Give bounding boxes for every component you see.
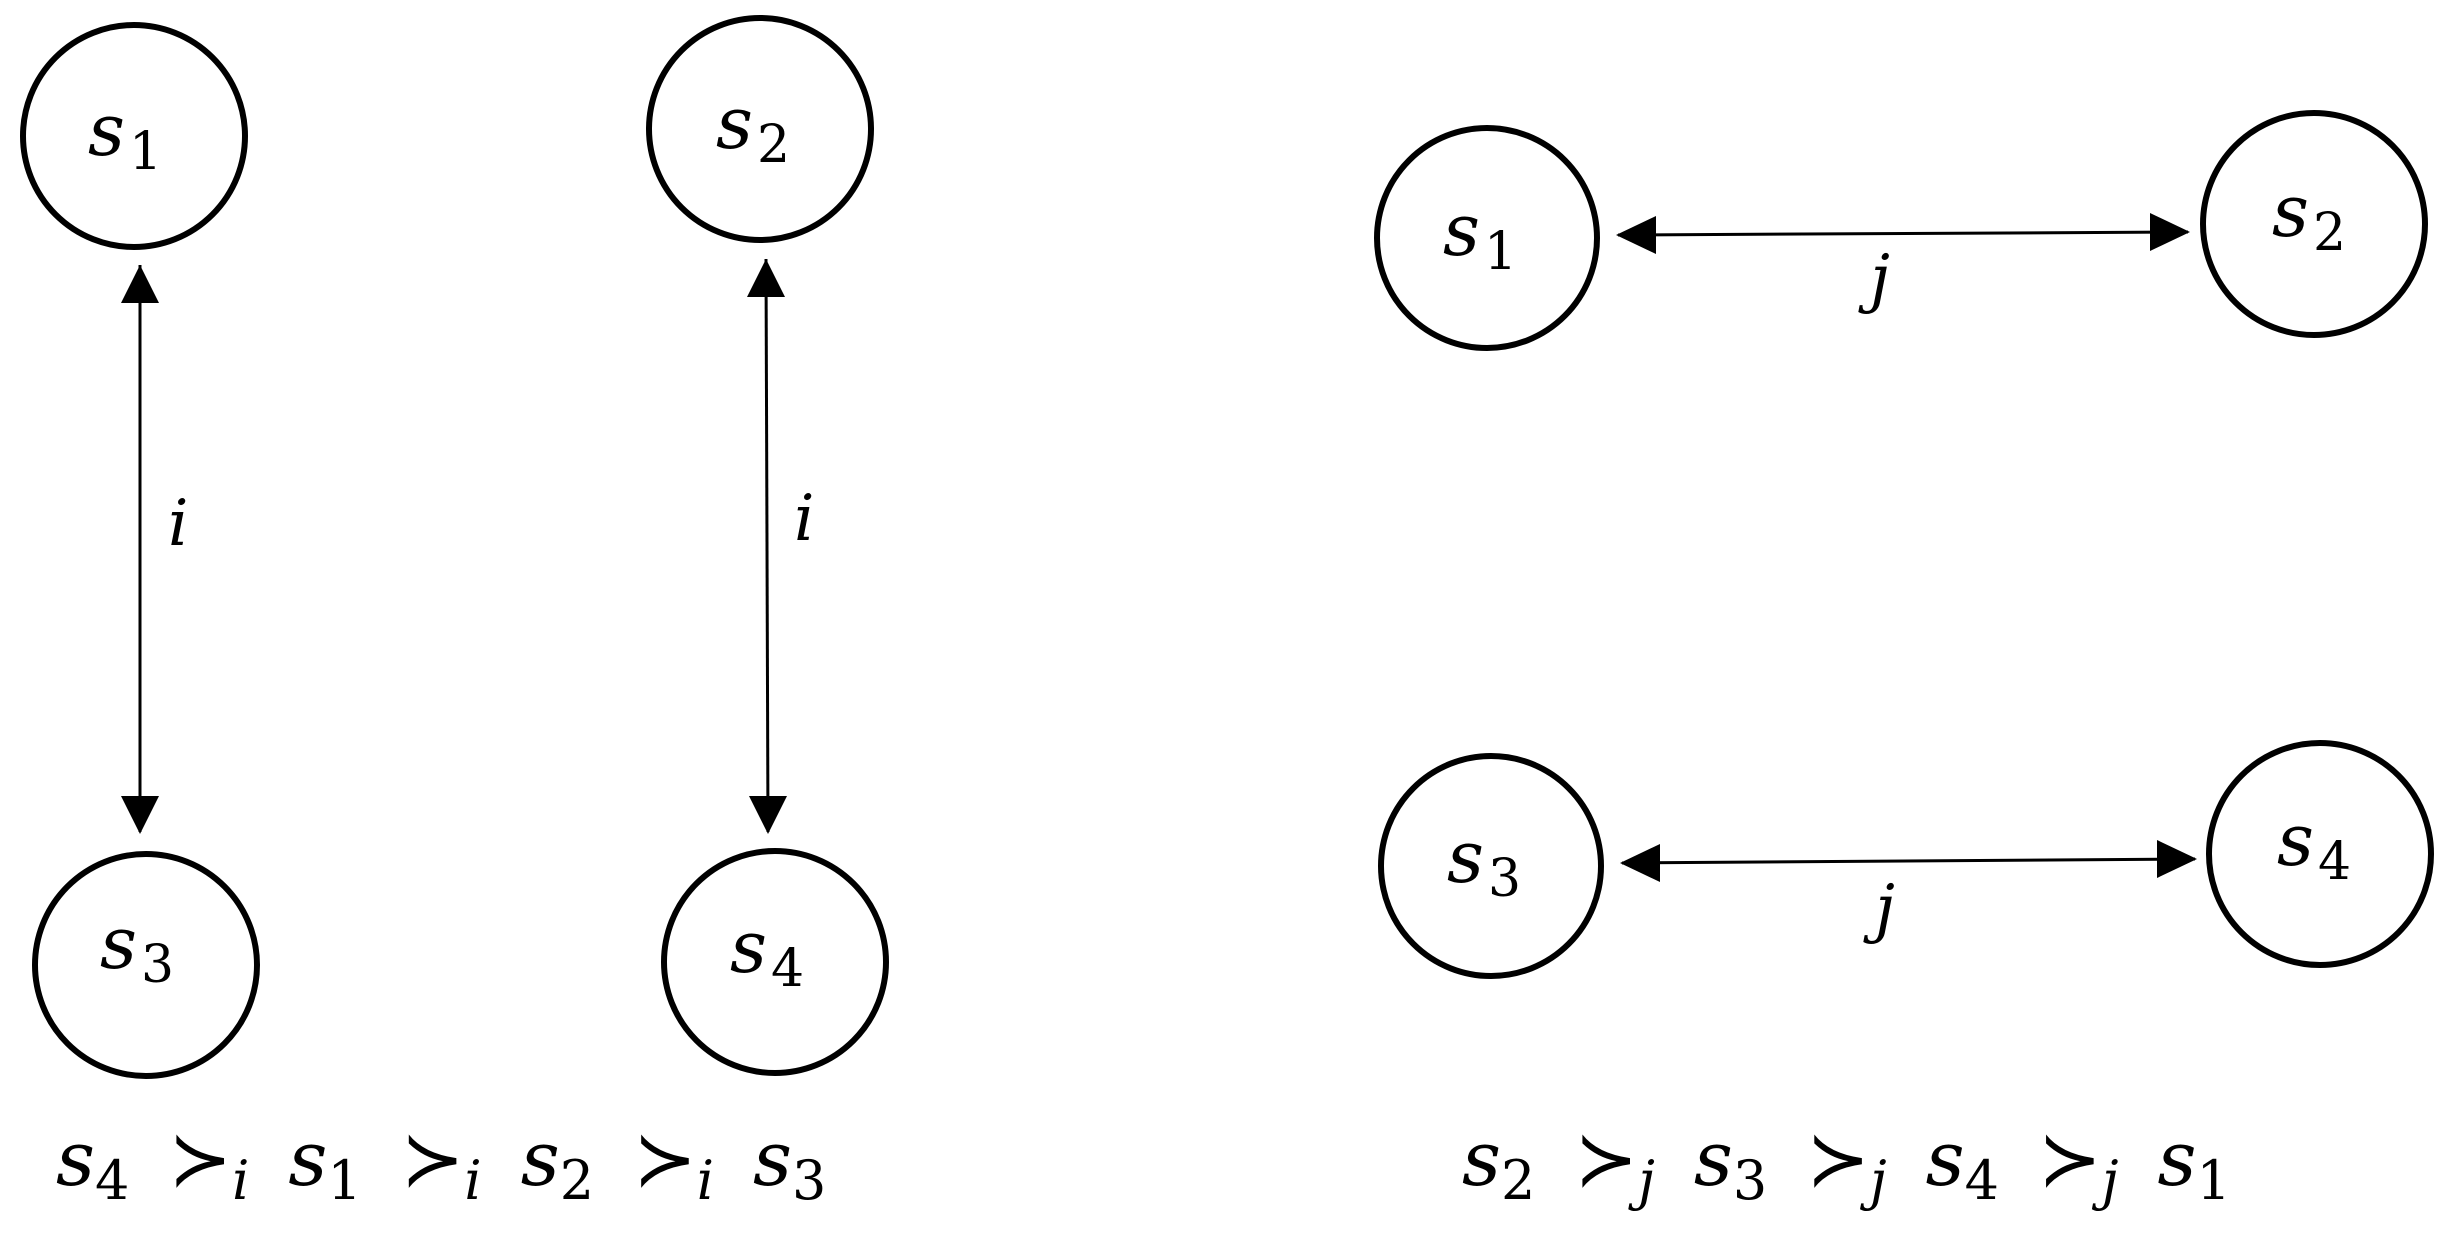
arrowhead-right-right-2 [2157,840,2197,878]
arrowhead-left-right-2 [1620,844,1660,882]
node-right-s2: s2 [2200,110,2428,338]
edge-left-s2-s4 [764,258,770,833]
svg-text:s4: s4 [730,905,804,999]
svg-text:s2: s2 [716,81,790,175]
node-left-s2: s2 [646,15,874,243]
node-right-s3: s3 [1378,753,1604,979]
node-left-s4: s4 [661,848,889,1076]
arrowhead-down-left-1 [121,796,159,834]
node-left-s3: s3 [32,851,260,1079]
node-right-s4: s4 [2206,740,2434,968]
edge-label-left-2: i [794,482,814,556]
preference-caption-right: s2 ≻j s3 ≻j s4 ≻j s1 [1462,1114,2231,1216]
svg-text:s3: s3 [100,901,174,995]
edge-label-right-2: j [1863,872,1895,946]
node-left-s1: s1 [20,22,248,250]
edge-label-right-1: j [1858,242,1890,316]
svg-text:s2: s2 [2272,169,2346,263]
svg-text:s1: s1 [1443,188,1517,282]
node-right-s1: s1 [1374,125,1600,351]
preference-caption-left: s4 ≻i s1 ≻i s2 ≻i s3 [56,1114,826,1216]
edge-right-s3-s4 [1621,857,2196,865]
edge-label-left-1: i [168,487,188,561]
edge-right-s1-s2 [1617,230,2189,237]
svg-text:s3: s3 [1447,815,1521,909]
arrowhead-left-right-1 [1616,216,1656,254]
arrowhead-up-left-2 [747,259,785,297]
arrowhead-right-right-1 [2150,213,2190,251]
arrowhead-down-left-2 [749,796,787,834]
right-graph: j j s1 s2 s3 s4 s2 ≻j s3 ≻j s4 ≻j s1 [1374,110,2434,1216]
svg-text:s4: s4 [2277,798,2351,892]
left-graph: i i s1 s2 s3 s4 s4 ≻i s1 ≻i s2 ≻i s3 [20,15,889,1216]
svg-text:s1: s1 [88,88,162,182]
arrowhead-up-left-1 [121,265,159,303]
